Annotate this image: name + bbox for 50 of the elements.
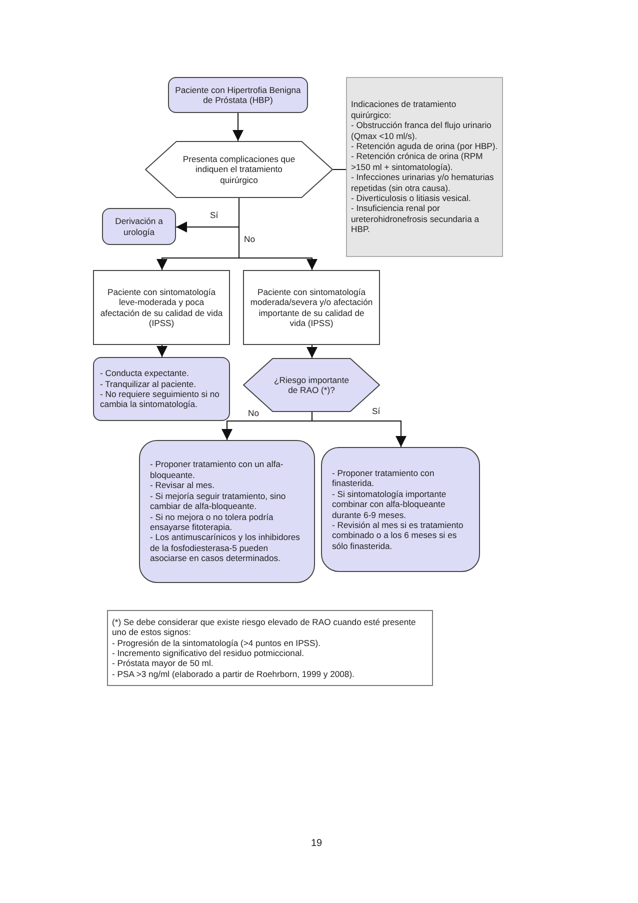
edge-label: Sí bbox=[370, 406, 382, 416]
edge-label: No bbox=[246, 408, 261, 418]
list-item: - Tranquilizar al paciente. bbox=[100, 378, 198, 389]
list-item: - Infecciones urinarias y/o hematurias repetidas (sin otra causa). bbox=[351, 172, 495, 194]
list-item: - Proponer tratamiento con finasterida. bbox=[332, 468, 436, 489]
footnote-box bbox=[107, 610, 433, 686]
list-item: - Diverticulosis o litiasis vesical. bbox=[351, 193, 472, 204]
process-box bbox=[93, 357, 230, 421]
list-item: - Progresión de la sintomatología (>4 puntos en IPSS). bbox=[112, 638, 322, 648]
list-item: - PSA >3 ng/ml (elaborado a partir de Roehrborn, 1999 y 2008). bbox=[112, 668, 356, 680]
list-item: - Los antimuscarínicos y los inhibidores de la fosfodiesterasa-5 pueden asociarse en casos determinados. bbox=[150, 532, 301, 564]
list-item: - Revisar al mes. bbox=[150, 480, 216, 491]
process-box bbox=[139, 440, 315, 583]
list-item: - Si mejoría seguir tratamiento, sino cambiar de alfa-bloqueante. bbox=[150, 490, 287, 512]
list-item: - Incremento significativo del residuo potmiccional. bbox=[112, 648, 306, 658]
process-box bbox=[321, 447, 480, 572]
edge-label: No bbox=[242, 234, 257, 244]
list-item: - Retención crónica de orina (RPM >150 ml + sintomatología). bbox=[351, 151, 484, 172]
list-item: - Proponer tratamiento con un alfa-bloqueante. bbox=[150, 459, 284, 480]
process-box bbox=[243, 270, 380, 345]
list-item: - Retención aguda de orina (por HBP). bbox=[351, 140, 498, 152]
list-item: - Insuficiencia renal por ureterohidronefrosis secundaria a HBP. bbox=[351, 203, 480, 235]
note-heading: Indicaciones de tratamiento quirúrgico: bbox=[351, 99, 458, 120]
note-box bbox=[346, 77, 503, 257]
node-text: Paciente con sintomatología leve-moderada y poca afectación de su calidad de vida (IPSS) bbox=[100, 286, 223, 328]
page-number: 19 bbox=[311, 838, 322, 849]
decision-hexagon bbox=[145, 141, 333, 198]
list-item: - Conducta expectante. bbox=[100, 368, 190, 379]
arrow bbox=[238, 198, 318, 270]
list-item: - Próstata mayor de 50 ml. bbox=[112, 658, 214, 669]
arrow bbox=[312, 412, 406, 448]
process-box bbox=[168, 77, 308, 113]
process-box bbox=[93, 270, 230, 345]
edge-label: Sí bbox=[208, 210, 220, 220]
note-heading: (*) Se debe considerar que existe riesgo elevado de RAO cuando esté presente uno de estos signos: bbox=[112, 616, 417, 638]
list-item: - Si no mejora o no tolera podría ensayarse fitoterapia. bbox=[150, 512, 274, 532]
node-text: ¿Riesgo importante de RAO (*)? bbox=[273, 374, 350, 396]
arrow bbox=[306, 344, 318, 358]
process-box bbox=[102, 208, 176, 245]
node-text: Paciente con sintomatología moderada/severa y/o afectación importante de su calidad de vida (IPSS) bbox=[250, 286, 373, 328]
connector-line bbox=[332, 169, 346, 170]
list-item: - Obstrucción franca del flujo urinario (Qmax <10 ml/s). bbox=[351, 120, 492, 141]
list-item: - Revisión al mes si es tratamiento combinado o a los 6 meses si es sólo finasterida. bbox=[332, 520, 464, 552]
node-text: Derivación a urología bbox=[114, 216, 164, 237]
node-text: Paciente con Hipertrofia Benigna de Próstata (HBP) bbox=[175, 84, 301, 106]
node-text: Presenta complicaciones que indiquen el tratamiento quirúrgico bbox=[182, 154, 296, 186]
arrow bbox=[232, 112, 244, 142]
list-item: - No requiere seguimiento si no cambia la sintomatología. bbox=[100, 389, 220, 410]
arrow bbox=[156, 344, 168, 358]
list-item: - Si sintomatología importante combinar con alfa-bloqueante durante 6-9 meses. bbox=[332, 488, 448, 520]
